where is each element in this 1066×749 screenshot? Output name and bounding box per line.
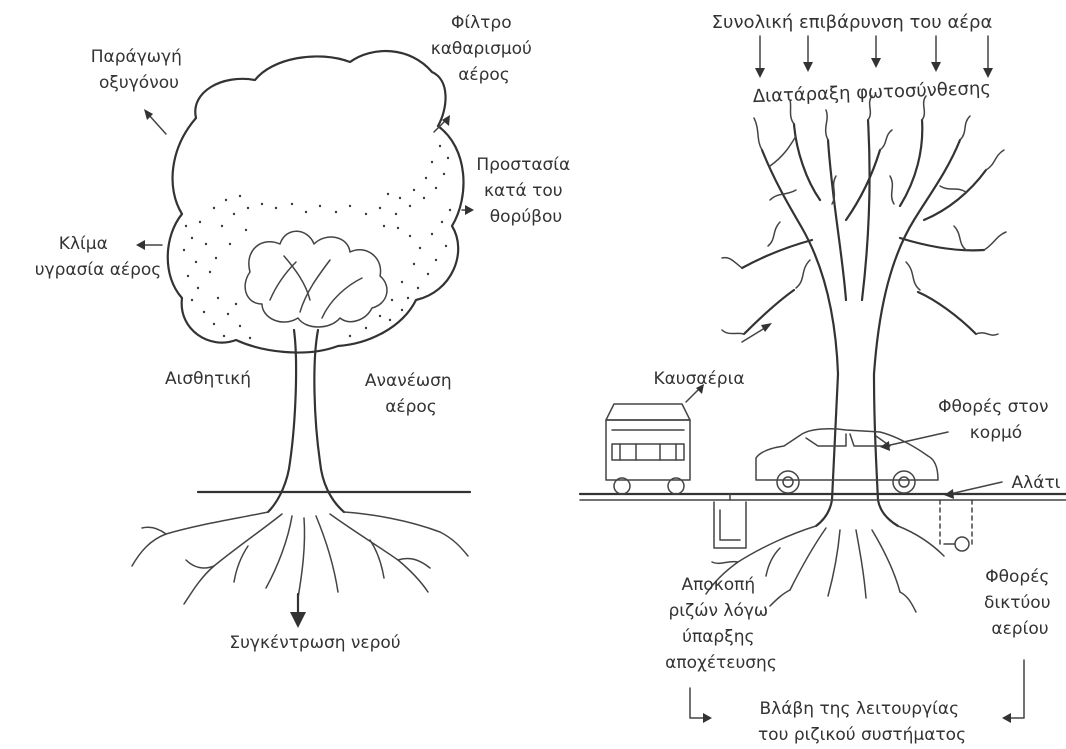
trunk-damage-label: Φθορές στον κορμό xyxy=(938,397,1054,443)
bare-tree-twigs xyxy=(722,96,1006,335)
exhaust-label: Καυσαέρια xyxy=(653,369,744,389)
healthy-tree-trunk xyxy=(268,330,296,512)
truck-icon xyxy=(606,404,690,494)
climate-label: Κλίμα υγρασία αέρος xyxy=(35,234,162,280)
air-burden-label: Συνολική επιβάρυνση του αέρα xyxy=(712,12,993,33)
air-renewal-label: Ανανέωση αέρος xyxy=(365,371,457,417)
healthy-tree-panel: Παράγωγή οξυγόνου Φίλτρο καθαρισμού αέρο… xyxy=(35,13,576,653)
healthy-tree-roots xyxy=(132,512,468,604)
oxygen-label: Παράγωγή οξυγόνου xyxy=(91,47,188,93)
sewer-pipe-icon xyxy=(714,494,746,548)
photosynthesis-disruption-label: Διατάραξη φωτοσύνθεσης xyxy=(752,78,991,107)
damaged-tree-panel: Συνολική επιβάρυνση του αέρα Διατάραξη φ… xyxy=(580,12,1066,745)
root-cut-label: Αποκοπή ριζών λόγω ύπαρξης αποχέτευσης xyxy=(665,575,777,673)
root-failure-label: Βλάβη της λειτουργίας του ριζικού συστήμ… xyxy=(758,699,966,745)
gas-network-icon xyxy=(940,500,972,551)
air-filter-label: Φίλτρο καθαρισμού αέρος xyxy=(431,13,538,85)
car-icon xyxy=(756,429,938,493)
salt-label: Αλάτι xyxy=(1012,473,1061,493)
healthy-tree-crown xyxy=(168,51,464,353)
water-down-arrow xyxy=(290,594,306,628)
air-burden-arrows xyxy=(755,36,993,78)
damaged-tree-trunk xyxy=(816,374,838,526)
aesthetics-label: Αισθητική xyxy=(165,369,251,389)
gas-network-damage-label: Φθορές δικτύου αερίου xyxy=(984,567,1056,639)
water-concentration-label: Συγκέντρωση νερού xyxy=(229,633,400,653)
noise-protection-label: Προστασία κατά του θορύβου xyxy=(476,155,575,227)
damaged-tree-roots xyxy=(706,526,944,612)
